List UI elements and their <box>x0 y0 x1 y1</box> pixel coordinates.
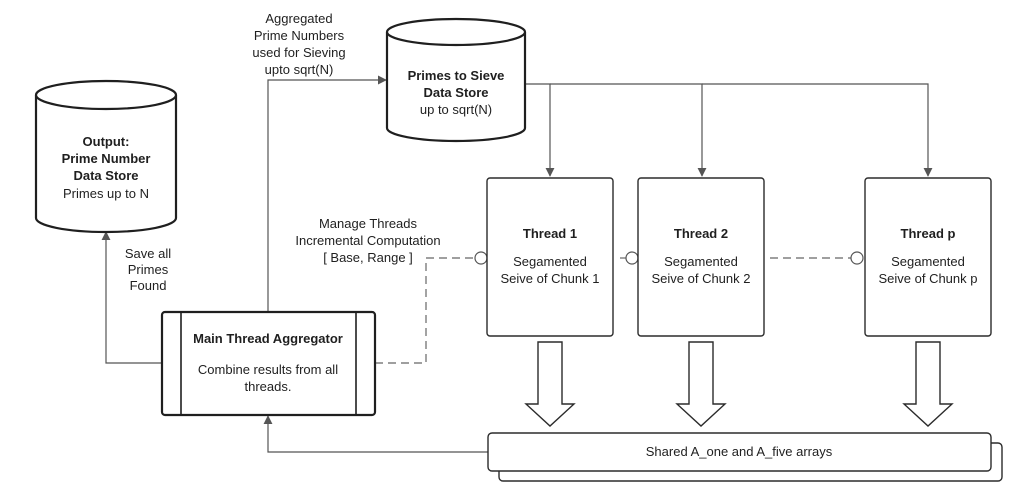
thread-1-desc-line-2: Seive of Chunk 1 <box>500 271 599 286</box>
connectors <box>101 75 933 453</box>
aggregated-primes-arrow <box>267 75 387 312</box>
shared-to-aggregator-arrow <box>263 415 488 453</box>
aggregator-desc-line-1: Combine results from all <box>198 362 338 377</box>
aggregator-desc-line-2: threads. <box>245 379 292 394</box>
save-label-line-1: Save all <box>125 246 171 261</box>
save-primes-label: Save all Primes Found <box>125 246 171 293</box>
primes-to-thread-1-arrow <box>525 83 555 177</box>
thread-p-write-arrow <box>902 341 954 427</box>
manage-label-line-3: [ Base, Range ] <box>323 250 413 265</box>
output-store-title-line-3: Data Store <box>73 168 138 183</box>
output-data-store: Output: Prime Number Data Store Primes u… <box>34 79 178 234</box>
thread-1-title: Thread 1 <box>523 226 577 241</box>
output-store-title-line-2: Prime Number <box>62 151 151 166</box>
primes-store-title-line-1: Primes to Sieve <box>408 68 505 83</box>
thread-p-title: Thread p <box>901 226 956 241</box>
aggregated-label-line-1: Aggregated <box>265 11 332 26</box>
thread-2-title: Thread 2 <box>674 226 728 241</box>
write-arrows <box>524 341 954 427</box>
manage-label-line-1: Manage Threads <box>319 216 418 231</box>
output-store-title-line-1: Output: <box>83 134 130 149</box>
save-primes-arrow <box>101 231 162 364</box>
thread-2-desc-line-2: Seive of Chunk 2 <box>651 271 750 286</box>
thread-2-desc-line-1: Segamented <box>664 254 738 269</box>
shared-arrays-label: Shared A_one and A_five arrays <box>646 444 833 459</box>
primes-store-title-line-2: Data Store <box>423 85 488 100</box>
primes-to-sieve-data-store: Primes to Sieve Data Store up to sqrt(N) <box>385 17 527 143</box>
thread-p-desc-line-1: Segamented <box>891 254 965 269</box>
primes-to-thread-2-arrow <box>550 83 707 177</box>
thread-1-desc-line-1: Segamented <box>513 254 587 269</box>
thread-p-desc-line-2: Seive of Chunk p <box>878 271 977 286</box>
aggregated-label-line-3: used for Sieving <box>252 45 345 60</box>
save-label-line-2: Primes <box>128 262 169 277</box>
aggregator-title: Main Thread Aggregator <box>193 331 343 346</box>
manage-label-line-2: Incremental Computation <box>295 233 440 248</box>
aggregated-primes-label: Aggregated Prime Numbers used for Sievin… <box>252 11 345 77</box>
thread-p-connector-dot <box>850 251 864 265</box>
manage-threads-label: Manage Threads Incremental Computation [… <box>295 216 440 265</box>
thread-2-box: Thread 2 Segamented Seive of Chunk 2 <box>637 177 765 337</box>
shared-arrays-stack: Shared A_one and A_five arrays <box>487 432 1003 482</box>
main-thread-aggregator: Main Thread Aggregator Combine results f… <box>160 310 377 417</box>
thread-1-connector-dot <box>474 251 488 265</box>
thread-2-connector-dot <box>625 251 639 265</box>
thread-p-box: Thread p Segamented Seive of Chunk p <box>864 177 992 337</box>
save-label-line-3: Found <box>130 278 167 293</box>
primes-to-thread-p-arrow <box>702 83 933 177</box>
thread-1-write-arrow <box>524 341 576 427</box>
output-store-subtitle: Primes up to N <box>63 186 149 201</box>
thread-2-write-arrow <box>675 341 727 427</box>
thread-1-box: Thread 1 Segamented Seive of Chunk 1 <box>486 177 614 337</box>
aggregated-label-line-2: Prime Numbers <box>254 28 345 43</box>
manage-threads-link <box>375 257 475 364</box>
aggregated-label-line-4: upto sqrt(N) <box>265 62 334 77</box>
primes-store-subtitle: up to sqrt(N) <box>420 102 492 117</box>
